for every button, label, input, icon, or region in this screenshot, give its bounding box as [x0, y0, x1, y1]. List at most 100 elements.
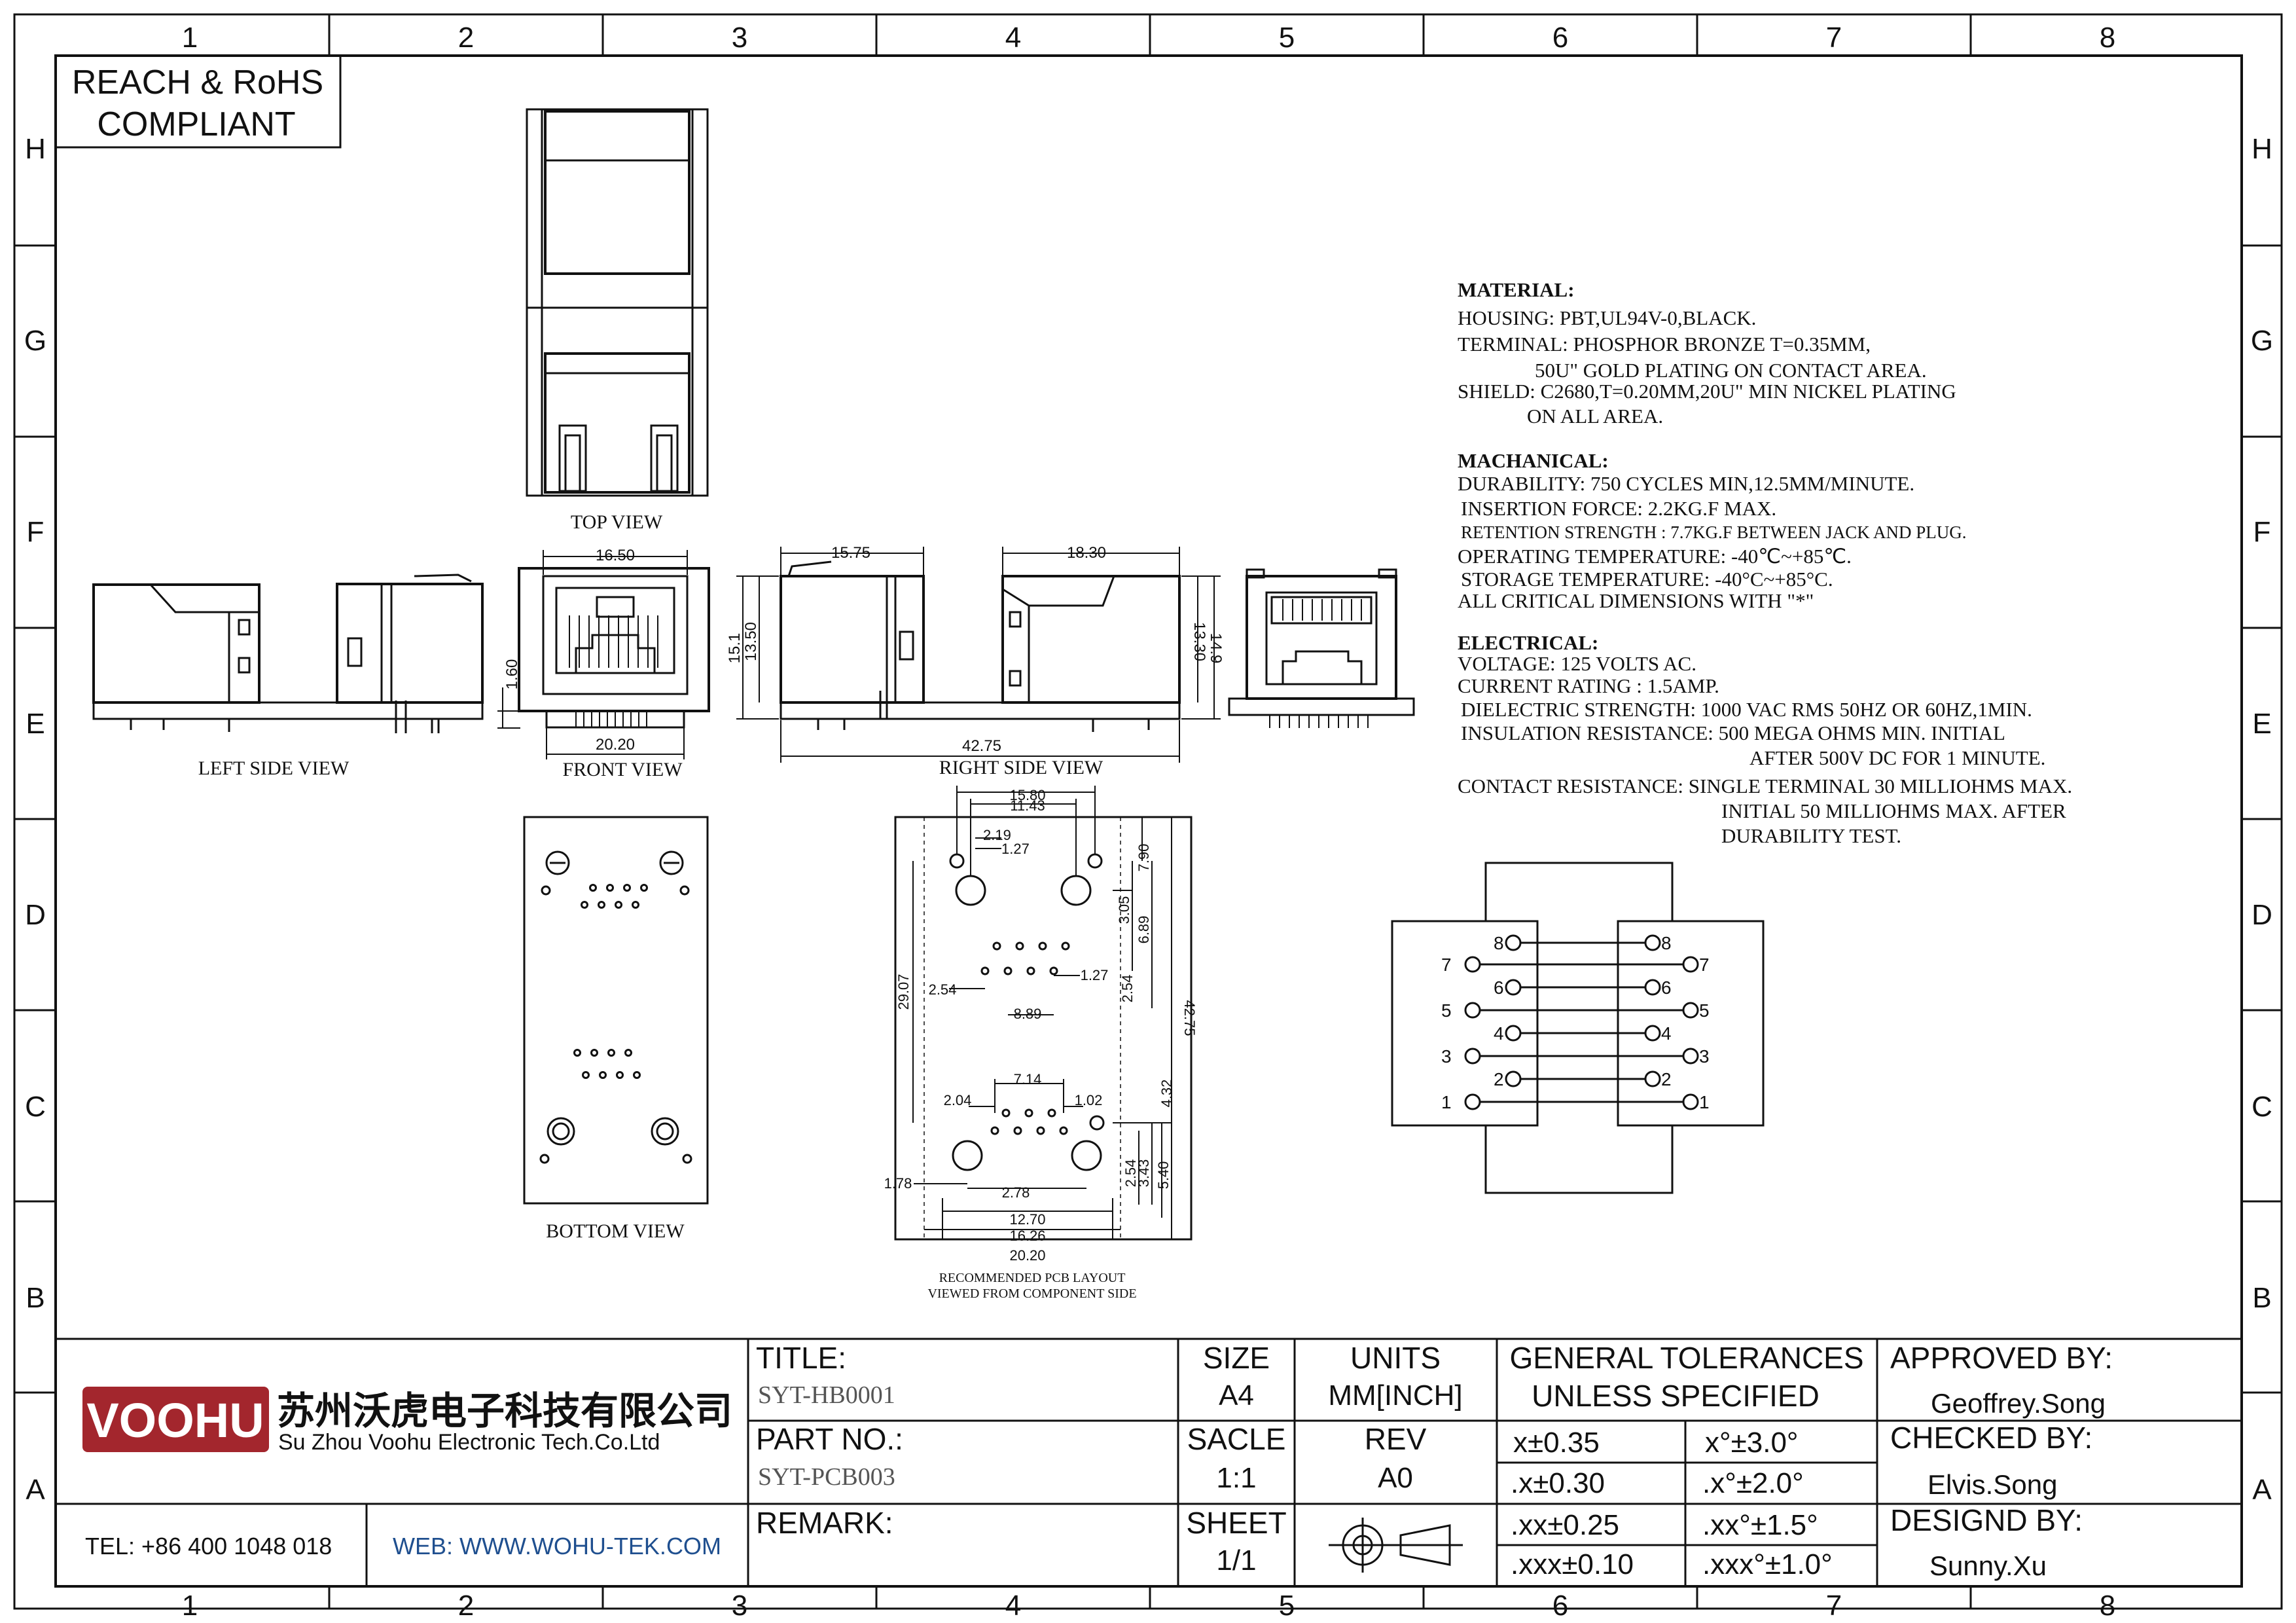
left-pin-1: 1 [1441, 1092, 1452, 1112]
left-pin-6: 6 [1494, 977, 1504, 998]
tolerance-heading-2: UNLESS SPECIFIED [1532, 1379, 1820, 1413]
material-line-5: ON ALL AREA. [1527, 405, 1663, 428]
projection-symbol-icon [1329, 1518, 1463, 1573]
part-label: PART NO.: [756, 1422, 903, 1456]
grid-col-4-bottom: 4 [1005, 1590, 1021, 1622]
left-pin-8: 8 [1494, 933, 1504, 953]
grid-col-6-bottom: 6 [1552, 1590, 1568, 1622]
grid-row-g-right: G [2251, 325, 2273, 357]
dim-pcb-3: 1.27 [1001, 841, 1030, 857]
dim-pcb-4: 7.90 [1136, 844, 1152, 872]
dim-front-width: 16.50 [596, 547, 635, 564]
grid-row-f-right: F [2253, 516, 2271, 548]
left-pin-2: 2 [1494, 1069, 1504, 1089]
dim-pcb-21: 5.40 [1155, 1161, 1172, 1190]
border-ticks [14, 14, 2282, 1609]
grid-row-h-right: H [2251, 133, 2272, 165]
mechanical-line-6: ALL CRITICAL DIMENSIONS WITH "*" [1458, 589, 1814, 612]
bottom-view [523, 816, 709, 1205]
tolerance-angular-2: .xx°±1.5° [1702, 1509, 1818, 1541]
mechanical-line-3: RETENTION STRENGTH : 7.7KG.F BETWEEN JAC… [1461, 522, 1966, 542]
grid-row-e-left: E [26, 708, 45, 740]
grid-col-8-top: 8 [2100, 22, 2115, 54]
units-value: MM[INCH] [1328, 1379, 1462, 1412]
bottom-view-label: BOTTOM VIEW [546, 1220, 685, 1242]
dim-pcb-7: 29.07 [895, 974, 912, 1010]
electrical-line-8: DURABILITY TEST. [1721, 824, 1901, 847]
dim-pcb-1: 11.43 [1010, 797, 1045, 814]
tolerance-angular-0: x°±3.0° [1705, 1427, 1799, 1459]
dim-pcb-5: 3.05 [1116, 896, 1132, 924]
scale-label: SACLE [1187, 1422, 1286, 1456]
approved-label: APPROVED BY: [1890, 1341, 2113, 1375]
grid-row-d-left: D [25, 899, 46, 931]
grid-col-1-top: 1 [182, 22, 198, 54]
material-heading: MATERIAL: [1458, 278, 1575, 301]
electrical-heading: ELECTRICAL: [1458, 631, 1598, 654]
dim-pcb-6: 6.89 [1136, 916, 1152, 944]
dim-pcb-13: 7.14 [1014, 1071, 1042, 1087]
left-side-view [92, 574, 484, 733]
tolerance-angular-3: .xxx°±1.0° [1702, 1548, 1833, 1580]
dim-rear-width: 18.30 [1067, 544, 1106, 562]
grid-col-6-top: 6 [1552, 22, 1568, 54]
electrical-line-4: INSULATION RESISTANCE: 500 MEGA OHMS MIN… [1461, 721, 2005, 744]
mechanical-line-5: STORAGE TEMPERATURE: -40°C~+85°C. [1461, 568, 1833, 591]
grid-row-e-right: E [2252, 708, 2271, 740]
right-pin-1: 1 [1699, 1092, 1710, 1112]
electrical-line-1: VOLTAGE: 125 VOLTS AC. [1458, 652, 1696, 675]
mechanical-line-1: DURABILITY: 750 CYCLES MIN,12.5MM/MINUTE… [1458, 472, 1914, 495]
title-block-fields: TITLE: SYT-HB0001 PART NO.: SYT-PCB003 R… [756, 1341, 2113, 1581]
dim-pcb-22: 12.70 [1009, 1211, 1045, 1228]
right-side-view-label: RIGHT SIDE VIEW [939, 757, 1103, 778]
compliance-line-2: COMPLIANT [97, 105, 295, 143]
rev-value: A0 [1378, 1462, 1413, 1494]
left-side-view-label: LEFT SIDE VIEW [198, 757, 350, 779]
grid-row-c-right: C [2251, 1091, 2272, 1123]
grid-col-5-top: 5 [1279, 22, 1295, 54]
dim-pcb-12: 42.75 [1181, 1000, 1198, 1036]
grid-col-4-top: 4 [1005, 22, 1021, 54]
electrical-line-7: INITIAL 50 MILLIOHMS MAX. AFTER [1721, 799, 2066, 822]
grid-col-3-bottom: 3 [732, 1590, 747, 1622]
approved-value: Geoffrey.Song [1931, 1388, 2106, 1419]
sheet-value: 1/1 [1216, 1544, 1256, 1577]
grid-col-3-top: 3 [732, 22, 747, 54]
company-tel: TEL: +86 400 1048 018 [85, 1533, 332, 1559]
tolerance-linear-3: .xxx±0.10 [1511, 1548, 1634, 1580]
material-line-2: TERMINAL: PHOSPHOR BRONZE T=0.35MM, [1458, 333, 1871, 356]
grid-col-5-bottom: 5 [1279, 1590, 1295, 1622]
dim-pcb-8: 2.54 [929, 981, 957, 998]
front-view-label: FRONT VIEW [562, 759, 683, 780]
rear-view [1228, 568, 1415, 728]
tolerance-angular-1: .x°±2.0° [1702, 1467, 1804, 1499]
dim-pcb-0: 15.80 [1009, 787, 1045, 803]
pcb-label-line-2: VIEWED FROM COMPONENT SIDE [927, 1286, 1136, 1301]
tolerance-linear-1: .x±0.30 [1511, 1467, 1605, 1499]
material-line-1: HOUSING: PBT,UL94V-0,BLACK. [1458, 306, 1756, 329]
title-label: TITLE: [756, 1341, 846, 1375]
electrical-line-2: CURRENT RATING : 1.5AMP. [1458, 674, 1719, 697]
dim-front-pitch: 20.20 [596, 736, 635, 754]
company-logo: VOOHU [82, 1387, 269, 1452]
electrical-line-5: AFTER 500V DC FOR 1 MINUTE. [1749, 746, 2045, 769]
right-pin-8: 8 [1661, 933, 1672, 953]
dim-pcb-24: 20.20 [1009, 1247, 1045, 1264]
grid-row-c-left: C [25, 1091, 46, 1123]
top-view [526, 108, 709, 497]
checked-label: CHECKED BY: [1890, 1421, 2092, 1455]
sheet-frame [13, 13, 2283, 1610]
left-pin-4: 4 [1494, 1023, 1504, 1044]
right-pin-7: 7 [1699, 955, 1710, 975]
right-side-view [736, 547, 1221, 763]
company-name-cn: 苏州沃虎电子科技有限公司 [277, 1390, 732, 1432]
dim-pcb-18: 2.78 [1002, 1184, 1030, 1201]
grid-row-b-left: B [26, 1282, 45, 1314]
dim-right-total: 42.75 [962, 737, 1001, 755]
size-label: SIZE [1203, 1341, 1270, 1375]
mechanical-heading: MACHANICAL: [1458, 449, 1609, 472]
rev-label: REV [1365, 1422, 1427, 1456]
dim-rear-height-a: 13.30 [1191, 622, 1208, 661]
designed-value: Sunny.Xu [1929, 1550, 2047, 1581]
